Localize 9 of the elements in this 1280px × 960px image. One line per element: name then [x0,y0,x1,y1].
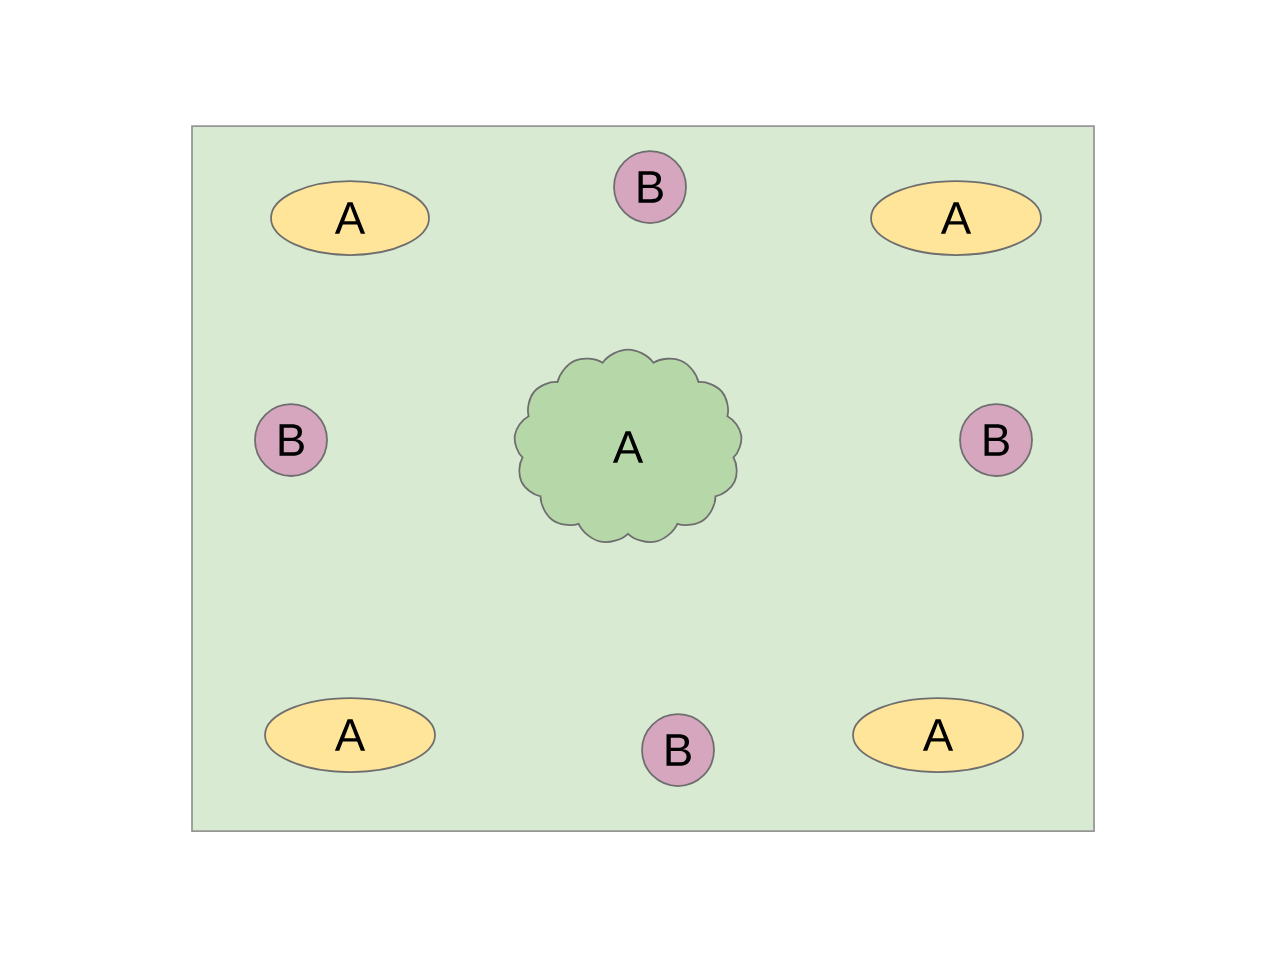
circle-node: B [959,403,1033,477]
ellipse-node: A [270,180,430,256]
ellipse-node: A [852,697,1024,773]
ellipse-node: A [870,180,1042,256]
cloud-node: A [513,348,743,543]
ellipse-node: A [264,697,436,773]
circle-node: B [641,713,715,787]
circle-node: B [254,403,328,477]
circle-node: B [613,150,687,224]
